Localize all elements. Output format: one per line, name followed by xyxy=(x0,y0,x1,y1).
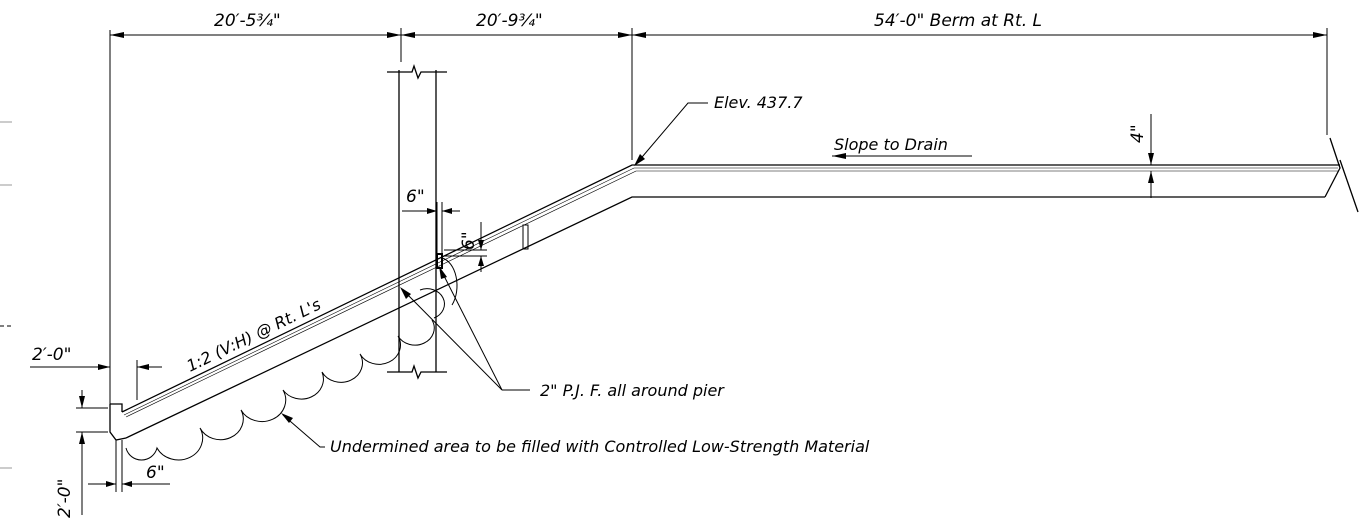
pier-joint-detail xyxy=(419,253,458,319)
dim-span-mid: 20′-9¾" xyxy=(476,11,543,31)
elevation-note: Elev. 437.7 xyxy=(714,93,803,112)
dim-pier-gap-h: 6" xyxy=(406,187,425,207)
slope-to-drain-arrow xyxy=(832,153,972,159)
dim-pier-gap-v: 6" xyxy=(459,231,479,250)
undermined-note: Undermined area to be filled with Contro… xyxy=(330,437,870,456)
dim-span-left: 20′-5¾" xyxy=(214,11,281,31)
dim-left-offset: 2′-0" xyxy=(32,345,71,365)
dim-left-offset-lines xyxy=(30,360,162,400)
dim-slab-thickness-lines xyxy=(1148,114,1154,198)
dim-toe-width-lines xyxy=(88,440,170,492)
dim-slab-thickness: 4" xyxy=(1128,124,1148,143)
pier-outline xyxy=(387,63,447,380)
slope-paving-slab xyxy=(109,137,1359,441)
dim-pier-gap-v-lines xyxy=(444,222,487,272)
dim-span-right: 54′-0" Berm at Rt. L xyxy=(874,11,1042,31)
dim-pier-gap-h-lines xyxy=(402,202,460,254)
undermined-area-boundary xyxy=(125,319,435,461)
pjf-note: 2" P.J. F. all around pier xyxy=(540,381,725,400)
dim-bottom-depth: 2′-0" xyxy=(55,479,75,518)
dim-bottom-depth-lines xyxy=(76,390,108,515)
elevation-leader xyxy=(634,102,708,166)
slope-ratio-note: 1:2 (V:H) @ Rt. L's xyxy=(183,295,323,376)
margin-ticks xyxy=(0,121,14,469)
dim-toe-width: 6" xyxy=(146,463,165,483)
slope-to-drain-note: Slope to Drain xyxy=(834,135,948,154)
top-dimension-line xyxy=(109,28,1328,405)
undermined-leader xyxy=(281,413,325,448)
pjf-leader xyxy=(400,266,530,391)
